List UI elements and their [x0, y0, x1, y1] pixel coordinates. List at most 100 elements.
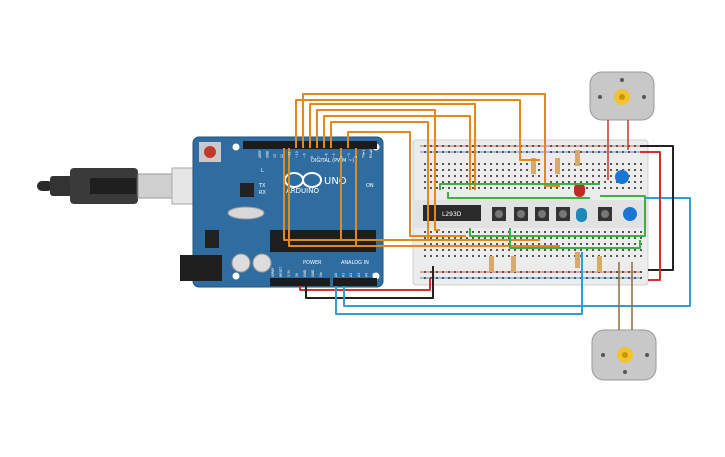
breadboard-hole[interactable] [424, 145, 426, 147]
breadboard-hole[interactable] [604, 237, 606, 239]
breadboard-hole[interactable] [610, 187, 612, 189]
breadboard-hole[interactable] [454, 231, 456, 233]
breadboard-hole[interactable] [598, 249, 600, 251]
breadboard-hole[interactable] [502, 231, 504, 233]
led-red[interactable] [574, 183, 585, 197]
breadboard-hole[interactable] [520, 175, 522, 177]
breadboard-hole[interactable] [586, 237, 588, 239]
breadboard-hole[interactable] [616, 163, 618, 165]
breadboard-hole[interactable] [448, 175, 450, 177]
breadboard-hole[interactable] [586, 163, 588, 165]
breadboard-hole[interactable] [466, 243, 468, 245]
breadboard-hole[interactable] [550, 255, 552, 257]
breadboard-hole[interactable] [622, 255, 624, 257]
breadboard-hole[interactable] [574, 181, 576, 183]
breadboard-hole[interactable] [604, 175, 606, 177]
breadboard-hole[interactable] [472, 175, 474, 177]
breadboard-hole[interactable] [538, 163, 540, 165]
breadboard-hole[interactable] [598, 163, 600, 165]
breadboard-hole[interactable] [562, 145, 564, 147]
breadboard-hole[interactable] [628, 169, 630, 171]
breadboard-hole[interactable] [466, 249, 468, 251]
breadboard-hole[interactable] [508, 151, 510, 153]
breadboard-hole[interactable] [550, 187, 552, 189]
breadboard-hole[interactable] [622, 151, 624, 153]
breadboard-hole[interactable] [454, 175, 456, 177]
breadboard-hole[interactable] [496, 277, 498, 279]
breadboard-hole[interactable] [508, 175, 510, 177]
breadboard-hole[interactable] [622, 249, 624, 251]
breadboard-hole[interactable] [598, 243, 600, 245]
breadboard-hole[interactable] [454, 163, 456, 165]
breadboard-hole[interactable] [508, 163, 510, 165]
breadboard-hole[interactable] [640, 163, 642, 165]
breadboard-hole[interactable] [478, 255, 480, 257]
breadboard-hole[interactable] [448, 181, 450, 183]
breadboard-hole[interactable] [628, 277, 630, 279]
breadboard-hole[interactable] [640, 277, 642, 279]
breadboard-hole[interactable] [466, 237, 468, 239]
breadboard-hole[interactable] [448, 249, 450, 251]
breadboard-hole[interactable] [520, 163, 522, 165]
breadboard-hole[interactable] [616, 277, 618, 279]
breadboard-hole[interactable] [454, 255, 456, 257]
breadboard-hole[interactable] [460, 237, 462, 239]
breadboard-hole[interactable] [436, 163, 438, 165]
breadboard-hole[interactable] [604, 181, 606, 183]
breadboard-hole[interactable] [436, 187, 438, 189]
breadboard-hole[interactable] [514, 181, 516, 183]
breadboard-hole[interactable] [610, 163, 612, 165]
breadboard-hole[interactable] [580, 243, 582, 245]
breadboard-hole[interactable] [478, 237, 480, 239]
breadboard-hole[interactable] [616, 231, 618, 233]
breadboard-hole[interactable] [466, 271, 468, 273]
breadboard-hole[interactable] [610, 237, 612, 239]
breadboard-hole[interactable] [538, 145, 540, 147]
breadboard-hole[interactable] [490, 243, 492, 245]
breadboard-hole[interactable] [586, 231, 588, 233]
breadboard-hole[interactable] [568, 145, 570, 147]
breadboard-hole[interactable] [538, 255, 540, 257]
led-blue[interactable] [576, 208, 587, 222]
breadboard-hole[interactable] [520, 169, 522, 171]
breadboard-hole[interactable] [436, 271, 438, 273]
breadboard-hole[interactable] [634, 181, 636, 183]
breadboard-hole[interactable] [598, 175, 600, 177]
breadboard-hole[interactable] [568, 255, 570, 257]
breadboard-hole[interactable] [436, 231, 438, 233]
breadboard-hole[interactable] [472, 187, 474, 189]
breadboard-hole[interactable] [430, 249, 432, 251]
breadboard-hole[interactable] [430, 255, 432, 257]
breadboard-hole[interactable] [532, 187, 534, 189]
breadboard-hole[interactable] [442, 271, 444, 273]
breadboard-hole[interactable] [526, 277, 528, 279]
breadboard-hole[interactable] [472, 255, 474, 257]
breadboard-hole[interactable] [604, 277, 606, 279]
breadboard-hole[interactable] [466, 151, 468, 153]
breadboard-hole[interactable] [430, 175, 432, 177]
breadboard-hole[interactable] [508, 145, 510, 147]
breadboard-hole[interactable] [484, 187, 486, 189]
breadboard-hole[interactable] [514, 243, 516, 245]
breadboard-hole[interactable] [448, 243, 450, 245]
breadboard-hole[interactable] [616, 187, 618, 189]
usb-plug-icon[interactable] [37, 167, 203, 205]
breadboard-hole[interactable] [598, 231, 600, 233]
breadboard-hole[interactable] [610, 175, 612, 177]
breadboard-hole[interactable] [454, 271, 456, 273]
breadboard-hole[interactable] [538, 175, 540, 177]
breadboard-hole[interactable] [544, 255, 546, 257]
breadboard-hole[interactable] [484, 175, 486, 177]
breadboard-hole[interactable] [472, 181, 474, 183]
breadboard-hole[interactable] [436, 175, 438, 177]
breadboard-hole[interactable] [568, 271, 570, 273]
breadboard-hole[interactable] [598, 145, 600, 147]
breadboard-hole[interactable] [484, 255, 486, 257]
breadboard-hole[interactable] [466, 255, 468, 257]
breadboard-hole[interactable] [532, 243, 534, 245]
breadboard-hole[interactable] [430, 231, 432, 233]
breadboard-hole[interactable] [610, 277, 612, 279]
breadboard-hole[interactable] [430, 145, 432, 147]
breadboard-hole[interactable] [490, 231, 492, 233]
breadboard-hole[interactable] [616, 169, 618, 171]
